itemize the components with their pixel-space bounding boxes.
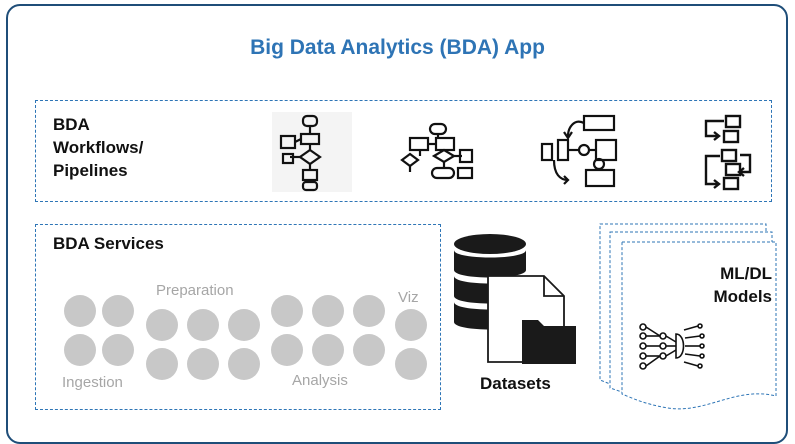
- service-node: [102, 295, 134, 327]
- service-node: [102, 334, 134, 366]
- service-node: [64, 295, 96, 327]
- flowchart-icon: [272, 112, 352, 192]
- models-document-stack: [599, 223, 777, 410]
- process-steps-icon: [704, 114, 752, 191]
- stage-label-analysis: Analysis: [292, 372, 348, 389]
- service-node: [271, 334, 303, 366]
- datasets-label: Datasets: [480, 374, 551, 393]
- service-node: [228, 309, 260, 341]
- service-node: [187, 309, 219, 341]
- stage-label-preparation: Preparation: [156, 282, 234, 299]
- service-node: [64, 334, 96, 366]
- service-node: [146, 348, 178, 380]
- service-node: [312, 334, 344, 366]
- flowchart-branch-icon: [400, 122, 474, 180]
- models-label: ML/DL Models: [713, 264, 772, 306]
- service-node: [353, 334, 385, 366]
- database-file-icon: [454, 234, 576, 364]
- service-node: [395, 348, 427, 380]
- workflow-cycle-icon: [540, 114, 618, 188]
- services-label: BDA Services: [53, 234, 164, 253]
- service-node: [228, 348, 260, 380]
- service-node: [312, 295, 344, 327]
- service-node: [271, 295, 303, 327]
- app-title: Big Data Analytics (BDA) App: [250, 36, 545, 59]
- stage-label-ingestion: Ingestion: [62, 374, 123, 391]
- service-node: [353, 295, 385, 327]
- service-node: [146, 309, 178, 341]
- service-node: [395, 309, 427, 341]
- workflows-label: BDA Workflows/ Pipelines: [53, 115, 144, 180]
- stage-label-viz: Viz: [398, 289, 419, 306]
- neural-network-icon: [639, 323, 705, 370]
- service-node: [187, 348, 219, 380]
- workflows-panel: [35, 100, 772, 202]
